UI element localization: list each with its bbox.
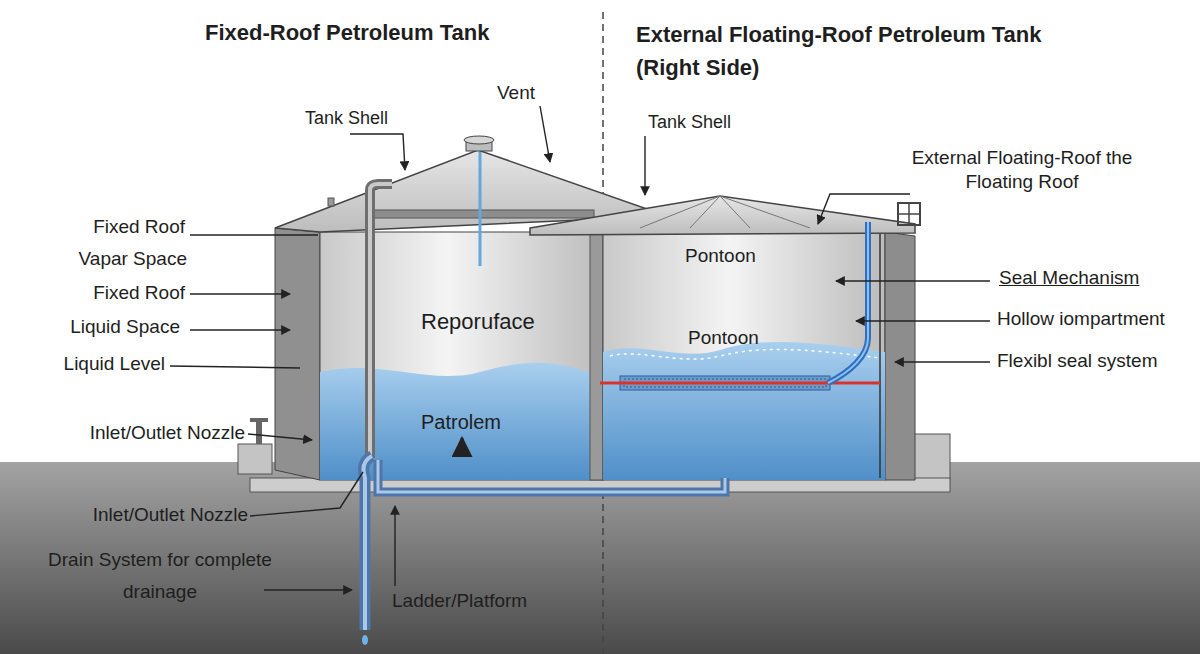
leader-lines <box>170 106 990 590</box>
part-label: Drain System for complete drainage <box>40 544 280 608</box>
pipework-part <box>378 460 725 492</box>
pipework-part <box>362 635 368 645</box>
floating-roof-tank-part <box>885 232 915 480</box>
fixed-roof-tank-part <box>250 418 268 422</box>
fixed-roof-tank <box>250 136 650 480</box>
region-label: Reporuface <box>421 309 535 335</box>
leader-lines-part <box>540 106 550 162</box>
fixed-roof-tank-part <box>328 198 334 206</box>
pipework-part <box>364 456 372 630</box>
leader-lines-part <box>856 320 990 321</box>
part-label: Liquid Level <box>64 353 165 376</box>
pipework <box>362 184 725 645</box>
leader-lines-part <box>264 589 352 590</box>
foundation-part <box>912 434 950 480</box>
floating-roof-tank-part <box>828 222 868 383</box>
part-label: Fixed Roof <box>93 216 185 239</box>
part-label: Inlet/Outlet Nozzle <box>93 504 248 527</box>
floating-roof-tank-part <box>610 349 880 359</box>
fixed-roof-tank-part <box>590 218 603 480</box>
floating-roof-tank-part <box>530 196 915 235</box>
pipework-part <box>370 184 392 458</box>
floating-roof-tank-part <box>898 203 920 225</box>
leader-lines-part <box>248 434 312 440</box>
leader-lines-part <box>190 329 290 330</box>
leader-lines-part <box>644 136 645 195</box>
leader-lines-part <box>170 366 300 368</box>
part-label: External Floating-Roof the Floating Roof <box>897 146 1147 194</box>
floating-roof-tank-part <box>600 382 880 385</box>
part-label: Pontoon <box>688 327 759 350</box>
leader-lines-part <box>818 194 910 224</box>
section-heading: External Floating-Roof Petroleum Tank (R… <box>636 18 1106 84</box>
leader-lines-part <box>836 280 990 281</box>
fixed-roof-tank-part <box>461 438 464 456</box>
part-label: Vent <box>497 82 535 105</box>
floating-roof-tank-part <box>640 196 720 228</box>
fixed-roof-tank-part <box>275 228 320 480</box>
part-label: Vapar Space <box>79 248 187 271</box>
part-label: Liquid Space <box>70 316 180 339</box>
leader-lines-part <box>350 134 405 170</box>
floating-roof-tank-part <box>879 232 881 478</box>
floating-roof-tank-part <box>603 342 885 480</box>
pipework-part <box>364 456 372 630</box>
part-label: Ladder/Platform <box>392 590 527 613</box>
fixed-roof-tank-part <box>320 232 603 480</box>
floating-roof-tank-part <box>690 196 720 228</box>
diagram-title: Fixed-Roof Petroleum Tank <box>205 20 489 46</box>
leader-lines-part <box>895 361 990 362</box>
floating-roof-tank-part <box>898 213 920 215</box>
fixed-roof-tank-part <box>256 420 262 444</box>
foundation-part <box>238 444 272 474</box>
leader-lines-part <box>190 234 318 235</box>
fixed-roof-tank-part <box>479 152 482 266</box>
part-label: Tank Shell <box>305 108 388 130</box>
pipework-part <box>370 184 392 458</box>
part-label: Hollow iompartment <box>997 308 1165 331</box>
region-label: Patrolem <box>421 410 501 434</box>
floating-roof-tank-part <box>828 222 868 383</box>
part-label: Inlet/Outlet Nozzle <box>90 422 245 445</box>
part-label: Flexibl seal system <box>997 350 1158 373</box>
floating-roof-tank <box>530 196 920 480</box>
leader-lines-part <box>250 472 363 516</box>
pipework-part <box>378 460 725 492</box>
part-label: Seal Mechanism <box>999 267 1139 290</box>
floating-roof-tank-part <box>603 232 885 480</box>
leader-lines-part <box>394 506 395 586</box>
part-label: Tank Shell <box>648 112 731 134</box>
floating-roof-tank-part <box>720 196 750 228</box>
floating-roof-tank-part <box>720 196 810 228</box>
fixed-roof-tank-part <box>464 136 494 144</box>
leader-lines-part <box>190 293 290 294</box>
part-label: Pontoon <box>685 245 756 268</box>
part-label: Fixed Roof <box>93 282 185 305</box>
